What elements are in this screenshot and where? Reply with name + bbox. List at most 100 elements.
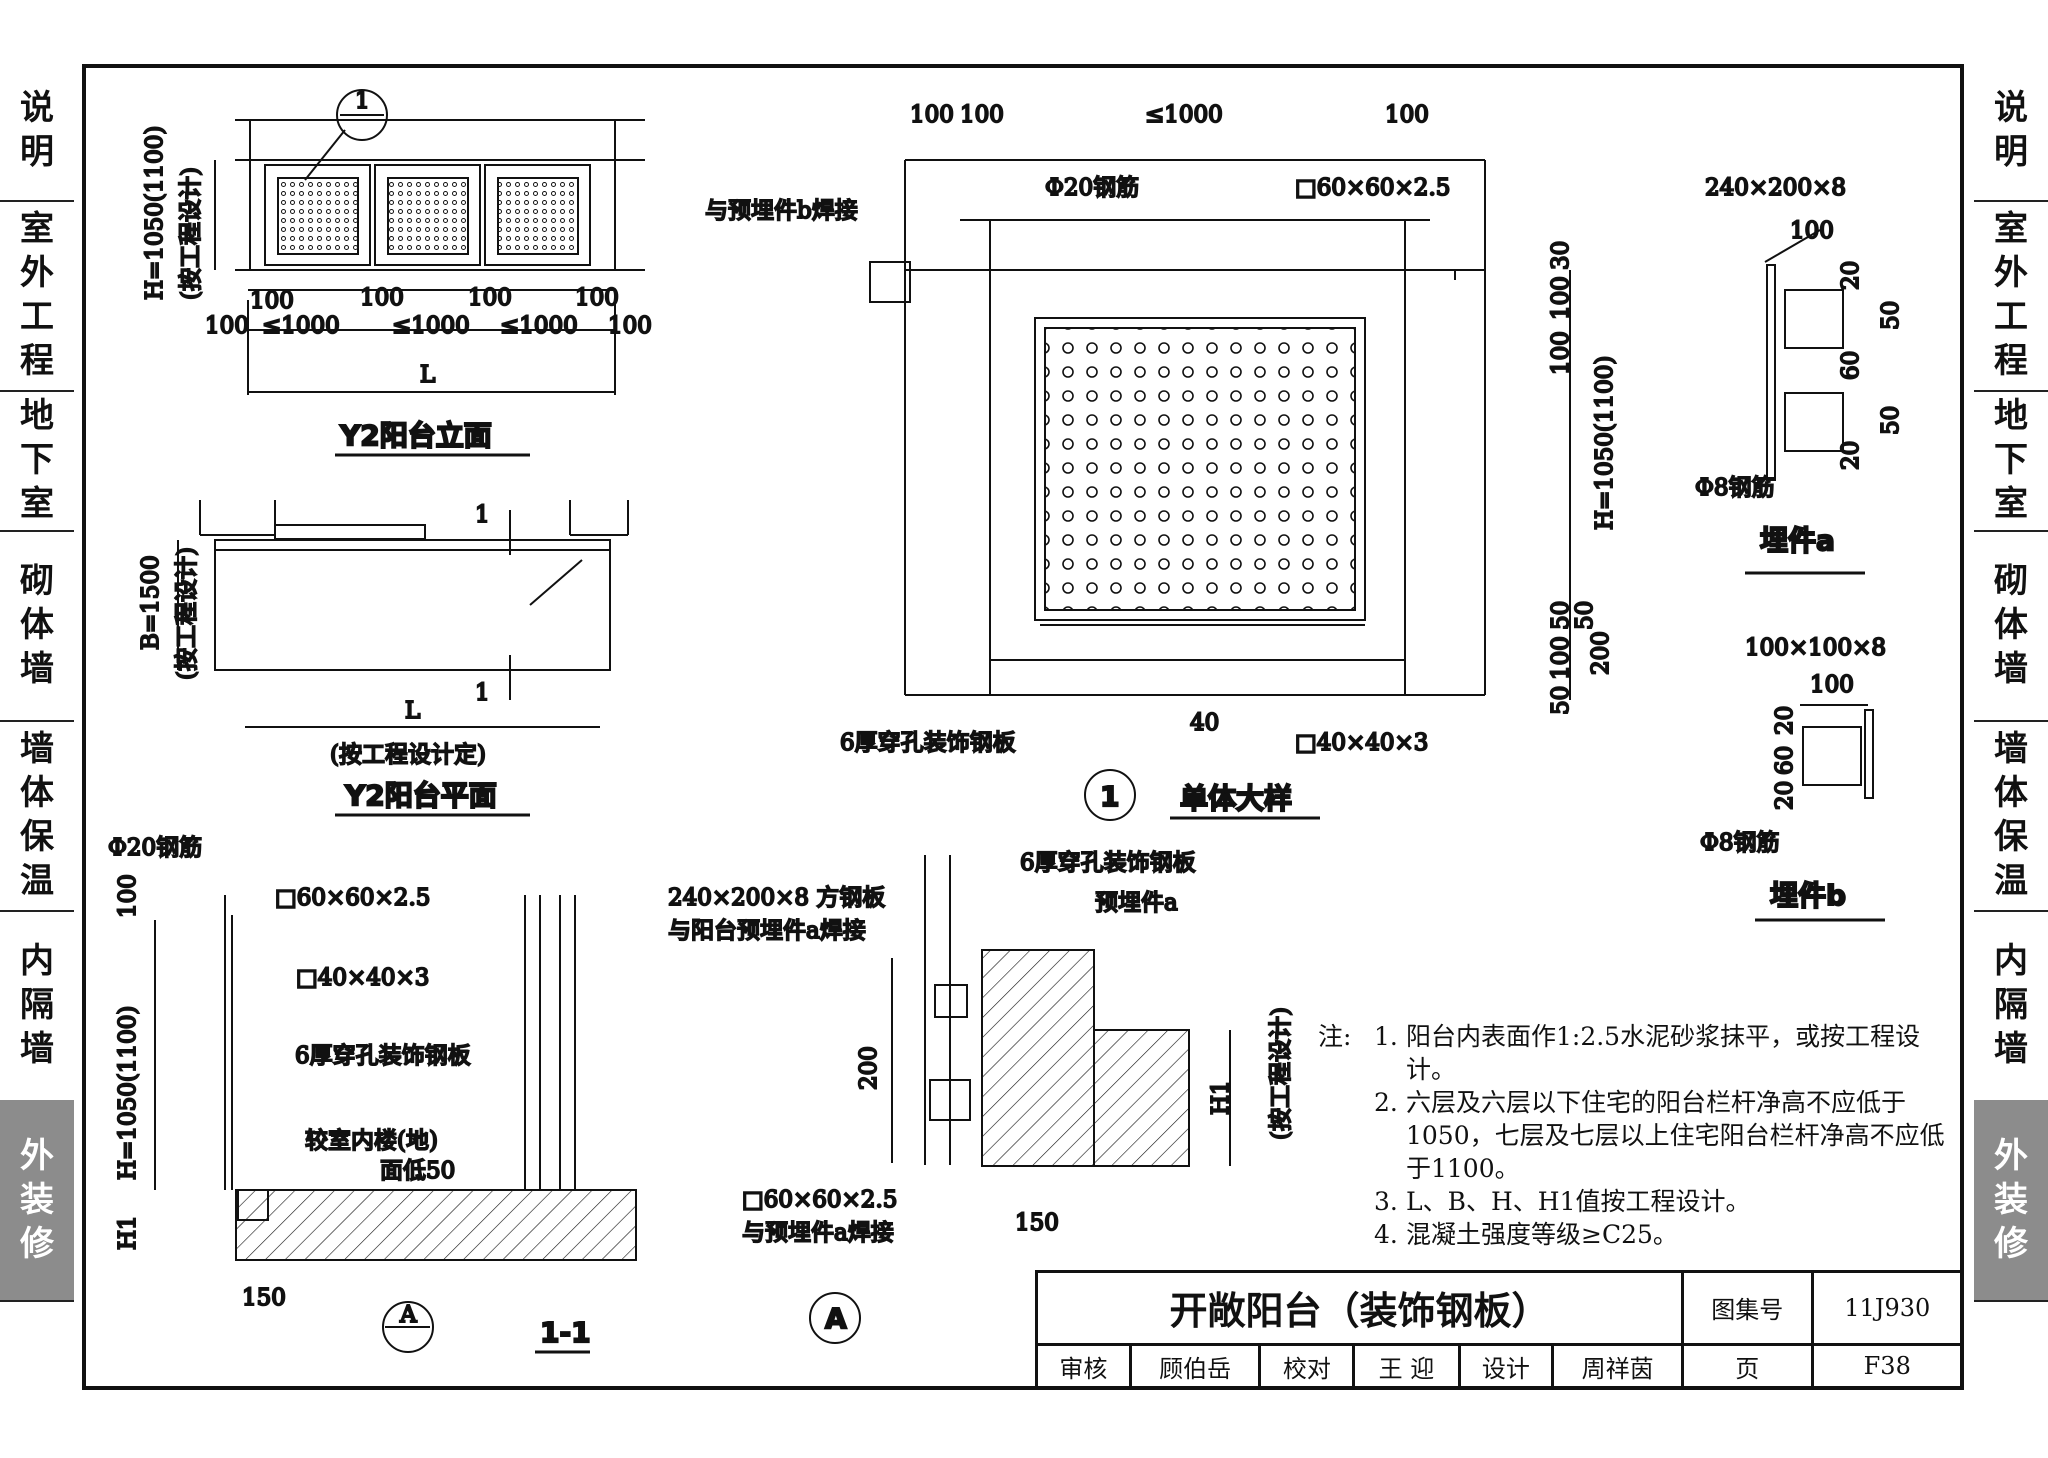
- section-tab[interactable]: 室外工程: [0, 200, 74, 392]
- detailA-square-plate-2: 与阳台预埋件a焊接: [668, 918, 866, 944]
- plan-section-mark: 1: [475, 680, 490, 706]
- elevation-section-mark: 1: [355, 88, 370, 114]
- embed-b-plate: 100×100×8: [1745, 635, 1886, 661]
- drawing-title: 开敞阳台（装饰钢板）: [1035, 1270, 1684, 1346]
- section-tab[interactable]: 说明: [0, 60, 74, 202]
- detailA-h1-note: (按工程设计): [1268, 1007, 1294, 1140]
- detail1-drawing: [869, 159, 1571, 700]
- plan-length: L: [405, 698, 420, 724]
- elevation-title: Y2阳台立面: [339, 419, 492, 452]
- embed-a-dim: 60: [1838, 351, 1864, 380]
- atlas-number: 11J930: [1810, 1270, 1965, 1346]
- designer-name: 周祥茵: [1551, 1342, 1684, 1391]
- detail1-dim-top: 100: [1385, 102, 1429, 128]
- section-tab[interactable]: 地下室: [0, 390, 74, 532]
- detail1-right-dim: 50: [1572, 601, 1598, 630]
- section11-drawing: [154, 895, 637, 1353]
- detailA-drawing: [809, 855, 1231, 1344]
- detailA-plate: 6厚穿孔装饰钢板: [1020, 850, 1196, 876]
- embed-a-rebar: Φ8钢筋: [1695, 475, 1775, 501]
- review-label: 审核: [1035, 1342, 1132, 1391]
- drawing-frame: [82, 64, 1964, 1390]
- detailA-embed: 预埋件a: [1095, 890, 1178, 916]
- note-item: 混凝土强度等级≥C25。: [1406, 1220, 1678, 1249]
- embed-b-drawing: [1800, 704, 1874, 799]
- detail1-rebar: Φ20钢筋: [1045, 175, 1139, 201]
- design-label: 设计: [1457, 1342, 1555, 1391]
- note-item: 六层及六层以下住宅的阳台栏杆净高不应低于1050，七层及七层以上住宅阳台栏杆净高…: [1406, 1088, 1945, 1183]
- embed-a-drawing: [1764, 229, 1844, 481]
- section11-h1: H1: [115, 1215, 141, 1250]
- detail1-dim-top: 100: [960, 102, 1004, 128]
- section11-dim-150: 150: [242, 1285, 286, 1311]
- section11-floor-note-1: 较室内楼(地): [305, 1128, 438, 1154]
- section11-callout: A: [399, 1302, 417, 1328]
- embed-b-title: 埋件b: [1770, 879, 1846, 912]
- detailA-h1: H1: [1208, 1080, 1234, 1115]
- elevation-dim-top: 100: [468, 285, 512, 311]
- detailA-dim-150: 150: [1015, 1210, 1059, 1236]
- detailA-tube: □60×60×2.5: [742, 1187, 897, 1213]
- embed-b-dim: 20: [1772, 706, 1798, 735]
- embed-a-dim: 20: [1838, 441, 1864, 470]
- section-tab[interactable]: 墙体保温: [0, 720, 74, 912]
- detail1-right-dim: 30: [1548, 241, 1574, 270]
- section-tab[interactable]: 砌体墙: [0, 530, 74, 722]
- section11-floor-note-2: 面低50: [380, 1158, 455, 1184]
- detail1-tube-small: □40×40×3: [1295, 730, 1428, 756]
- elevation-dim-bottom: ≤1000: [262, 313, 340, 339]
- elevation-height-note: (按工程设计): [178, 167, 204, 300]
- embed-b-dim: 60: [1772, 746, 1798, 775]
- right-section-tabs: 说明室外工程地下室砌体墙墙体保温内隔墙外装修: [1974, 60, 2048, 1400]
- section-tab[interactable]: 砌体墙: [1974, 530, 2048, 722]
- detail1-height-label: H=1050(1100): [1592, 356, 1618, 530]
- notes-heading: 注:: [1318, 1022, 1352, 1051]
- elevation-height-label: H=1050(1100): [142, 126, 168, 300]
- embed-a-dim: 20: [1838, 261, 1864, 290]
- elevation-dim-top: 100: [250, 288, 294, 314]
- check-label: 校对: [1258, 1342, 1356, 1391]
- detail1-right-dim: 100: [1548, 276, 1574, 320]
- detail1-dim-top: ≤1000: [1145, 102, 1223, 128]
- section-tab[interactable]: 说明: [1974, 60, 2048, 202]
- section11-title: 1-1: [540, 1316, 591, 1349]
- section-tab[interactable]: 墙体保温: [1974, 720, 2048, 912]
- elevation-dim-bottom: 100: [205, 313, 249, 339]
- notes: 注: 1. 阳台内表面作1:2.5水泥砂浆抹平，或按工程设计。 2. 六层及六层…: [1318, 1020, 1958, 1251]
- detail1-right-dim: 50: [1548, 686, 1574, 715]
- detailA-label: A: [825, 1302, 847, 1335]
- elevation-dim-bottom: 100: [608, 313, 652, 339]
- section-tab[interactable]: 内隔墙: [0, 910, 74, 1102]
- elevation-dim-bottom: ≤1000: [392, 313, 470, 339]
- section-tab[interactable]: 外装修: [0, 1100, 74, 1302]
- detail1-weld-b: 与预埋件b焊接: [705, 198, 858, 224]
- section11-height-label: H=1050(1100): [115, 1006, 141, 1180]
- detail1-tube-top: □60×60×2.5: [1295, 175, 1450, 201]
- detailA-dim-200: 200: [856, 1046, 882, 1090]
- title-block: 开敞阳台（装饰钢板） 图集号 11J930 审核 顾伯岳 校对 王 迎 设计 周…: [1035, 1270, 1965, 1391]
- embed-a-dim: 50: [1878, 301, 1904, 330]
- section11-dim-100: 100: [115, 874, 141, 918]
- plan-length-note: (按工程设计定): [330, 742, 486, 768]
- section11-tube-small: □40×40×3: [296, 965, 429, 991]
- elevation-drawing: [214, 89, 645, 395]
- section-tab[interactable]: 外装修: [1974, 1100, 2048, 1302]
- detail1-number: 1: [1100, 780, 1119, 813]
- embed-a-plate: 240×200×8: [1705, 175, 1846, 201]
- detail1-dim-top: 100: [910, 102, 954, 128]
- section-tab[interactable]: 室外工程: [1974, 200, 2048, 392]
- left-section-tabs: 说明室外工程地下室砌体墙墙体保温内隔墙外装修: [0, 60, 74, 1400]
- section11-rebar: Φ20钢筋: [108, 835, 202, 861]
- reviewer-name: 顾伯岳: [1128, 1342, 1262, 1391]
- detail1-right-dim: 100: [1548, 331, 1574, 375]
- page-label: 页: [1680, 1342, 1814, 1391]
- detail1-title: 单体大样: [1180, 782, 1292, 815]
- detailA-tube-weld: 与预埋件a焊接: [742, 1220, 894, 1246]
- detail1-plate: 6厚穿孔装饰钢板: [840, 730, 1016, 756]
- section-tab[interactable]: 地下室: [1974, 390, 2048, 532]
- embed-b-width: 100: [1810, 672, 1854, 698]
- embed-a-title: 埋件a: [1760, 524, 1835, 557]
- section11-plate: 6厚穿孔装饰钢板: [295, 1043, 471, 1069]
- plan-drawing: [177, 500, 629, 728]
- embed-b-rebar: Φ8钢筋: [1700, 830, 1780, 856]
